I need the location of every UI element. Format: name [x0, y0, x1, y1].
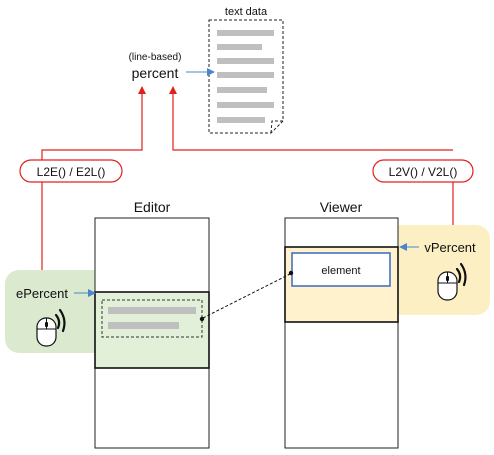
viewer-mouse-icon	[437, 262, 467, 301]
text-line	[217, 102, 274, 108]
viewer-conversion-pill-border	[372, 159, 474, 183]
text-line	[217, 58, 274, 64]
editor-viewer-mapping-line	[202, 273, 291, 319]
editor-conversion-label: L2E() / E2L()	[37, 165, 106, 179]
epercent-label: ePercent	[16, 286, 68, 301]
viewer-conversion-label: L2V() / V2L()	[389, 165, 458, 179]
viewer-to-percent-arrow	[169, 86, 453, 151]
document-page-fold	[270, 120, 283, 134]
editor-selected-lines	[101, 299, 203, 338]
percent-label: percent	[132, 65, 179, 81]
percent-qualifier: (line-based)	[129, 52, 182, 63]
editor-title: Editor	[134, 199, 171, 215]
text-line	[217, 44, 262, 50]
editor-conversion-pill: L2E() / E2L()	[19, 159, 123, 183]
text-data-document: text data	[208, 6, 284, 134]
text-line	[217, 87, 267, 93]
text-line	[217, 72, 274, 78]
editor-text-line	[108, 322, 179, 329]
text-line	[217, 117, 265, 123]
viewer-title: Viewer	[320, 199, 363, 215]
text-data-label: text data	[225, 6, 268, 18]
editor-mouse-zone	[5, 270, 111, 353]
editor-mouse-icon	[36, 308, 66, 347]
viewer-conversion-pill: L2V() / V2L()	[372, 159, 474, 183]
vpercent-label: vPercent	[424, 240, 476, 255]
text-line	[217, 30, 274, 36]
viewer-mouse-zone	[384, 225, 490, 315]
editor-conversion-pill-border	[19, 159, 123, 183]
editor-text-line	[108, 307, 196, 314]
editor-viewport	[94, 291, 210, 369]
viewer-element-box	[291, 252, 391, 287]
viewer-element-label: element	[321, 265, 360, 277]
